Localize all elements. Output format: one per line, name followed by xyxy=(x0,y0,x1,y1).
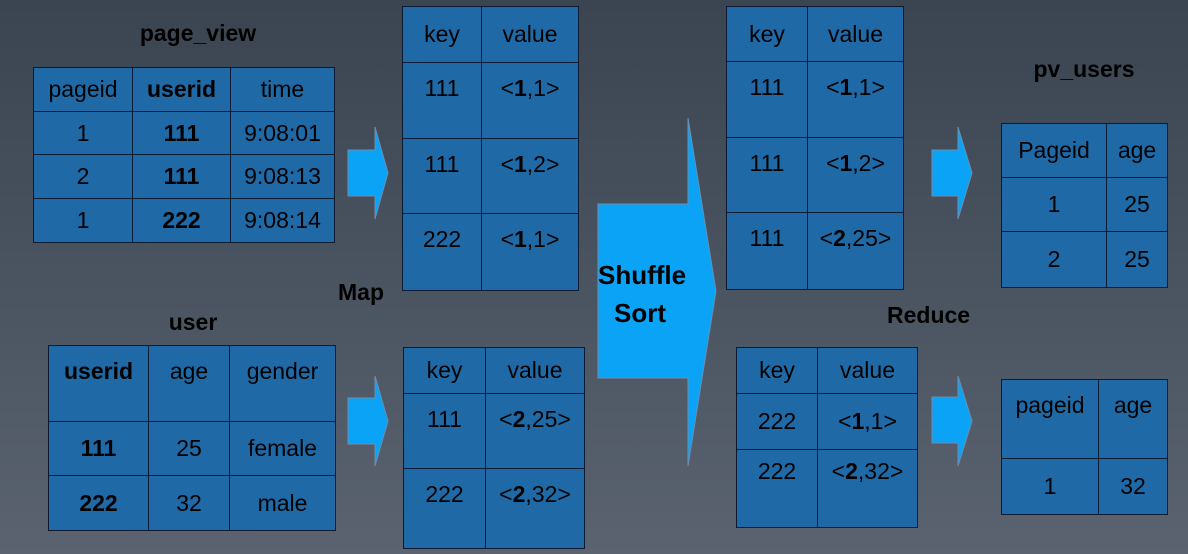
user-header-gender: gender xyxy=(229,345,336,422)
map-arrow-1 xyxy=(347,126,389,220)
page-view-header-pageid: pageid xyxy=(33,67,133,112)
table-cell: 111 xyxy=(402,138,482,214)
table-cell: 111 xyxy=(132,111,231,155)
table-cell: <1,1> xyxy=(481,213,579,291)
table-row: 111 <1,1> xyxy=(402,62,579,139)
table-row: 222 <2,32> xyxy=(403,468,585,549)
sort1-header-key: key xyxy=(726,6,808,62)
table-cell: 222 xyxy=(48,475,149,531)
table-cell: 1 xyxy=(1001,458,1099,515)
table-row: 222 32 male xyxy=(48,475,336,531)
shuffle-sort-arrow xyxy=(597,117,717,467)
user-header-userid: userid xyxy=(48,345,149,422)
table-cell: 32 xyxy=(1098,458,1168,515)
table-cell: 222 xyxy=(402,213,482,291)
table-cell: 2 xyxy=(1001,231,1107,288)
pv-users-table-2: pageid age 1 32 xyxy=(1001,379,1168,515)
table-cell: 111 xyxy=(726,137,808,213)
table-cell: 9:08:13 xyxy=(230,154,335,199)
pv1-header-age: age xyxy=(1106,123,1168,178)
table-cell: 25 xyxy=(1106,231,1168,288)
page-view-header-userid: userid xyxy=(132,67,231,112)
reduce-arrow-2 xyxy=(931,375,973,467)
table-cell: 111 xyxy=(403,393,486,469)
table-cell: 222 xyxy=(736,449,818,528)
pv2-header-pageid: pageid xyxy=(1001,379,1099,459)
table-row: 1 222 9:08:14 xyxy=(33,198,335,243)
user-table: userid age gender 111 25 female 222 32 m… xyxy=(48,345,336,531)
table-cell: 1 xyxy=(33,111,133,155)
table-row: 111 <1,2> xyxy=(402,138,579,214)
table-cell: female xyxy=(229,421,336,476)
user-header-age: age xyxy=(148,345,230,422)
table-cell: <1,2> xyxy=(481,138,579,214)
table-cell: 111 xyxy=(48,421,149,476)
user-title: user xyxy=(168,309,218,335)
map2-header-value: value xyxy=(485,347,585,394)
table-cell: <2,25> xyxy=(807,212,904,290)
pv1-header-pageid: Pageid xyxy=(1001,123,1107,178)
sort1-header-value: value xyxy=(807,6,904,62)
page-view-table: pageid userid time 1 111 9:08:01 2 111 9… xyxy=(33,67,335,243)
shuffle-sort-label: Shuffle Sort xyxy=(598,256,687,332)
table-cell: 25 xyxy=(148,421,230,476)
reduce-label: Reduce xyxy=(887,302,971,328)
map1-header-key: key xyxy=(402,6,482,63)
table-row: 222 <1,1> xyxy=(402,213,579,291)
map-label: Map xyxy=(338,279,384,305)
table-row: 111 <1,2> xyxy=(726,137,904,213)
sort-output-table-2: key value 222 <1,1> 222 <2,32> xyxy=(736,347,918,528)
table-cell: 222 xyxy=(403,468,486,549)
sort-output-table-1: key value 111 <1,1> 111 <1,2> 111 <2,25> xyxy=(726,6,904,290)
table-cell: male xyxy=(229,475,336,531)
reduce-arrow-1 xyxy=(931,126,973,220)
table-row: 2 111 9:08:13 xyxy=(33,154,335,199)
table-cell: <2,32> xyxy=(817,449,918,528)
table-row: 1 32 xyxy=(1001,458,1168,515)
map1-header-value: value xyxy=(481,6,579,63)
table-cell: 25 xyxy=(1106,177,1168,232)
pv-users-title: pv_users xyxy=(1033,56,1135,82)
table-cell: <1,1> xyxy=(481,62,579,139)
table-cell: 9:08:14 xyxy=(230,198,335,243)
table-cell: 2 xyxy=(33,154,133,199)
map-arrow-2 xyxy=(347,375,389,467)
table-row: 1 111 9:08:01 xyxy=(33,111,335,155)
map-output-table-2: key value 111 <2,25> 222 <2,32> xyxy=(403,347,585,549)
table-row: 111 <2,25> xyxy=(726,212,904,290)
page-view-header-time: time xyxy=(230,67,335,112)
map-output-table-1: key value 111 <1,1> 111 <1,2> 222 <1,1> xyxy=(402,6,579,291)
map2-header-key: key xyxy=(403,347,486,394)
table-row: 222 <1,1> xyxy=(736,393,918,450)
sort-label: Sort xyxy=(614,298,666,328)
table-cell: <1,1> xyxy=(807,61,904,138)
table-cell: <1,2> xyxy=(807,137,904,213)
pv2-header-age: age xyxy=(1098,379,1168,459)
page-view-title: page_view xyxy=(139,20,257,46)
table-row: 222 <2,32> xyxy=(736,449,918,528)
table-row: 1 25 xyxy=(1001,177,1168,232)
table-cell: 9:08:01 xyxy=(230,111,335,155)
table-cell: 222 xyxy=(736,393,818,450)
table-row: 111 25 female xyxy=(48,421,336,476)
table-row: 2 25 xyxy=(1001,231,1168,288)
pv-users-table-1: Pageid age 1 25 2 25 xyxy=(1001,123,1168,288)
table-cell: 1 xyxy=(33,198,133,243)
table-cell: 111 xyxy=(402,62,482,139)
sort2-header-key: key xyxy=(736,347,818,394)
table-cell: 32 xyxy=(148,475,230,531)
table-cell: 222 xyxy=(132,198,231,243)
table-cell: <1,1> xyxy=(817,393,918,450)
table-row: 111 <2,25> xyxy=(403,393,585,469)
table-row: 111 <1,1> xyxy=(726,61,904,138)
shuffle-label: Shuffle xyxy=(598,260,687,290)
sort2-header-value: value xyxy=(817,347,918,394)
table-cell: 111 xyxy=(132,154,231,199)
table-cell: 1 xyxy=(1001,177,1107,232)
table-cell: <2,25> xyxy=(485,393,585,469)
table-cell: 111 xyxy=(726,212,808,290)
table-cell: 111 xyxy=(726,61,808,138)
table-cell: <2,32> xyxy=(485,468,585,549)
